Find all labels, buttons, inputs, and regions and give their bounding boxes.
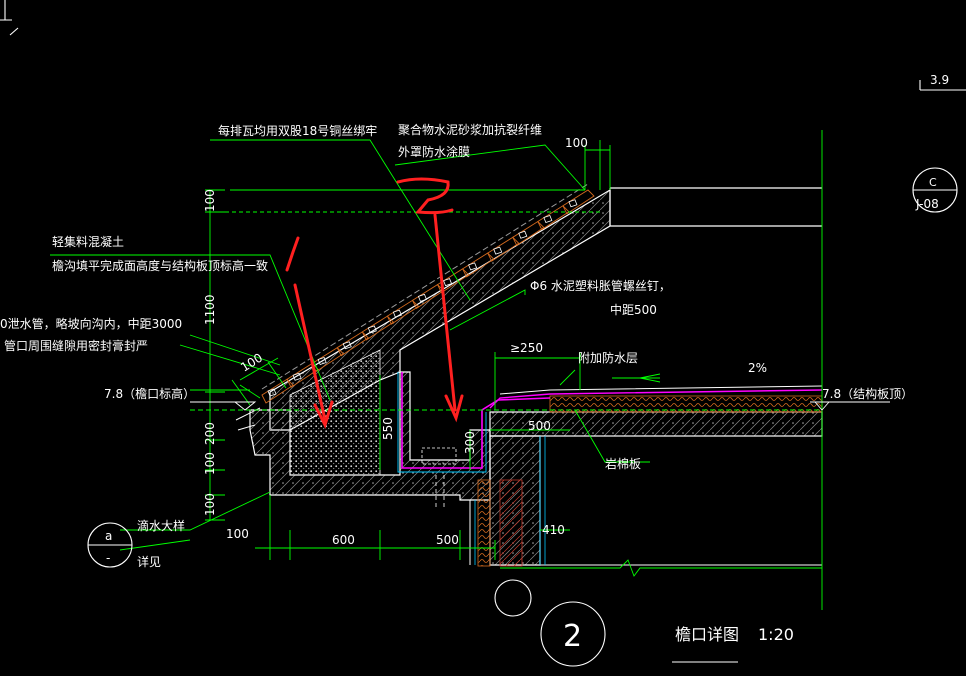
dim-100-left-bot: 100 [203,493,217,516]
ref-a: a [105,529,112,543]
tile-clip [468,262,478,271]
detail-number: 2 [563,619,582,654]
structure [235,187,823,567]
annotation-scribble-1 [285,236,300,272]
dim-550: 550 [381,417,395,440]
note-concrete-2: 檐沟填平完成面高度与结构板顶标高一致 [52,258,268,273]
dim-600: 600 [332,533,355,547]
annotation-text: 每排瓦均用双股18号铜丝绑牢 聚合物水泥砂浆加抗裂纤维 外罩防水涂膜 轻集料混凝… [0,73,949,654]
tile-clip [267,388,277,397]
flat-roof-slab [489,411,823,437]
roof-tile [361,315,395,341]
annotation-scribble-2 [396,177,454,215]
dim-500-right: 500 [528,419,551,433]
roof-tiles [261,183,595,404]
tile-clip [292,372,302,381]
tile-clip [392,309,402,318]
elev-eave: 7.8（檐口标高） [104,386,195,401]
light-aggregate-fill [289,349,381,476]
annotation-arrow-1 [293,283,327,422]
note-tile-wire: 每排瓦均用双股18号铜丝绑牢 [218,123,377,138]
roof-top-finish [499,385,823,395]
dim-ge250: ≥250 [510,341,543,355]
inner-wall-red [499,479,523,567]
dim-500-bot: 500 [436,533,459,547]
note-extra-wp: 附加防水层 [578,350,638,365]
roof-tile [386,299,420,325]
elevation-markers [190,401,890,411]
tile-clip [367,325,377,334]
dim-410: 410 [542,523,565,537]
roof-tile [286,362,319,388]
tile-top-line [261,183,589,390]
ref-c: C [929,176,937,189]
dim-100-slope: 100 [238,351,265,375]
roof-tile [562,189,595,215]
note-detail-see: 详见 [137,554,161,569]
ref-circle-small [494,579,532,617]
note-mortar-2: 外罩防水涂膜 [398,144,470,159]
gutter-waterproof [401,372,551,469]
wall-insulation [477,479,491,567]
lower-wall-lines [469,500,822,566]
annotation-arrow-2 [433,213,457,412]
gutter-waterproof-cyan [397,372,487,473]
dimension-lines [190,130,823,610]
corner-mark [0,0,19,36]
roof-tile [462,252,495,278]
slope-label: 2% [748,361,767,375]
roof-tile [336,331,370,357]
elev-top-underline [919,80,966,91]
note-rockwool: 岩棉板 [605,456,641,471]
elev-top: 3.9 [930,73,949,87]
note-anchor-2: 中距500 [610,302,657,317]
drain-pipe-outlet [435,475,445,510]
dim-100-left-top: 100 [203,189,217,212]
detail-circle-2 [540,601,606,667]
tile-clip [417,293,427,302]
drain-pipe [421,447,457,465]
red-annotations [285,177,464,430]
title-scale: 1:20 [758,625,794,644]
note-anchor-1: Φ6 水泥塑料胀管螺丝钉， [530,278,671,293]
ref-j08: J-08 [915,197,939,211]
dim-100-top: 100 [565,136,588,150]
roof-tile [512,220,545,246]
dim-1100: 1100 [203,294,217,325]
tile-clip [518,230,528,239]
note-drain-2: 管口周围缝隙用密封膏封严 [4,338,148,353]
cyan-wall-lines [474,436,546,565]
tile-clip [543,215,553,224]
tile-clip [342,341,352,350]
tile-clip [568,199,578,208]
roof-tile [487,236,520,262]
note-drain-1: 0泄水管，略坡向沟内，中距3000 [0,316,182,331]
note-mortar-1: 聚合物水泥砂浆加抗裂纤维 [398,122,542,137]
dimension-text: 100 100 1100 200 100 100 100 550 300 ≥25… [203,136,588,547]
ref-dash: - [106,551,110,565]
note-drip: 滴水大样 [137,518,185,533]
dim-100-bot: 100 [226,527,249,541]
upper-slab-outline [609,187,822,227]
dim-200: 200 [203,422,217,445]
title-main: 檐口详图 [675,625,739,644]
note-concrete-1: 轻集料混凝土 [52,234,124,249]
tile-clip [317,356,327,365]
elev-slab: 7.8（结构板顶） [822,386,913,401]
dim-300: 300 [463,431,477,454]
dim-100-left-mid: 100 [203,452,217,475]
roof-tile [261,378,294,404]
tile-clip [443,278,453,287]
tile-clip [493,246,503,255]
